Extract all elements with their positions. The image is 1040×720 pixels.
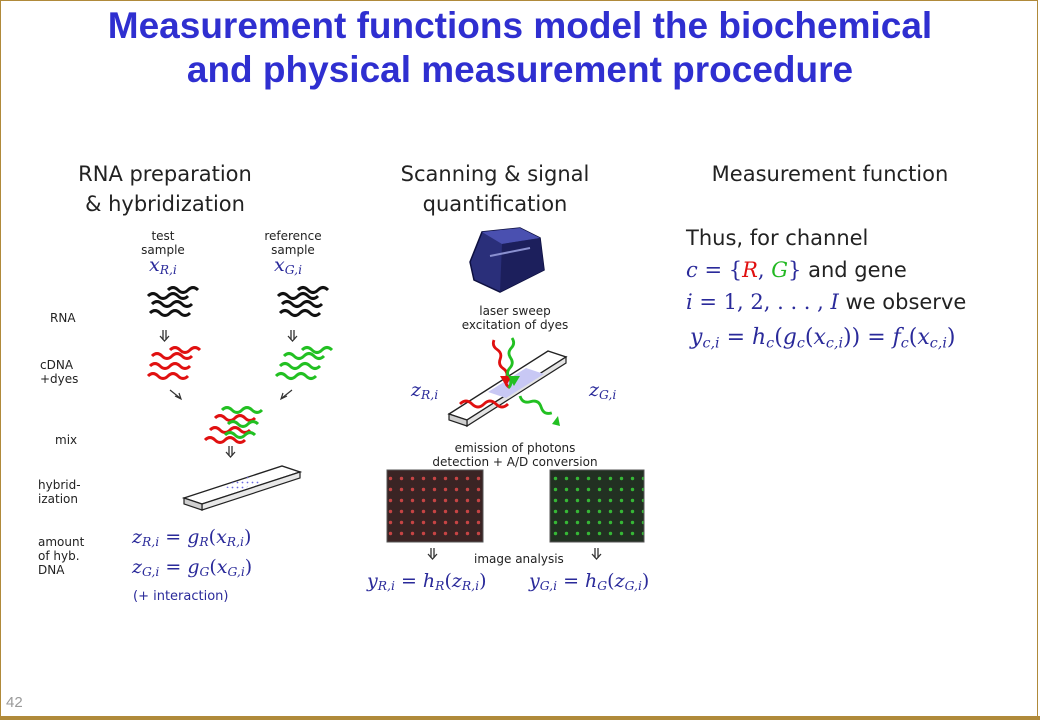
label-emission-detection: emission of photons detection + A/D conv…: [432, 441, 598, 469]
math-y-r-i-equation: yR,i = hR(zR,i): [367, 570, 487, 594]
hybridization-slide: [181, 465, 303, 511]
title-line-1: Measurement functions model the biochemi…: [107, 5, 933, 46]
label-test-sample: test sample: [141, 229, 185, 257]
label-mix: mix: [55, 433, 78, 447]
math-z-g-i: zG,i: [589, 379, 617, 403]
label-cdna-dyes: cDNA +dyes: [40, 358, 79, 386]
slide-title: Measurement functions model the biochemi…: [0, 4, 1040, 92]
column-header-rna-preparation: RNA preparation & hybridization: [78, 162, 252, 216]
math-measurement-function-equation: yc,i = hc(gc(xc,i)) = fc(xc,i): [690, 325, 956, 352]
text-gene-index-observe: i = 1, 2, . . . , I we observe: [686, 290, 967, 314]
math-z-g-i-equation: zG,i = gG(xG,i): [132, 556, 253, 580]
label-hybridization: hybrid- ization: [38, 478, 81, 506]
label-laser-sweep: laser sweep excitation of dyes: [461, 304, 569, 332]
label-amount-hyb-dna: amount of hyb. DNA: [38, 535, 85, 577]
column-header-scanning: Scanning & signal quantification: [400, 162, 590, 216]
scanned-image-red: [386, 469, 484, 543]
math-z-r-i: zR,i: [411, 379, 439, 403]
diagonal-arrows: [169, 389, 293, 401]
label-image-analysis: image analysis: [474, 552, 564, 566]
label-interaction-note: (+ interaction): [133, 589, 229, 604]
label-reference-sample: reference sample: [264, 229, 322, 257]
cdna-strands-red: [146, 346, 202, 380]
math-x-g-i: xG,i: [274, 254, 303, 278]
cdna-strands-green: [274, 346, 334, 380]
rna-strands-reference: [276, 286, 330, 317]
scanner-device: [469, 227, 545, 293]
text-thus-for-channel: Thus, for channel: [686, 226, 869, 250]
slide-bottom-border: [0, 716, 1040, 720]
down-arrows-rna: [159, 330, 298, 342]
image-analysis-arrows: [427, 548, 602, 560]
math-x-r-i: xR,i: [149, 254, 177, 278]
down-arrow-mix: [225, 446, 236, 458]
math-z-r-i-equation: zR,i = gR(xR,i): [132, 526, 252, 550]
label-rna: RNA: [50, 311, 76, 325]
scanned-image-green: [549, 469, 645, 543]
title-line-2: and physical measurement procedure: [186, 49, 854, 90]
column-header-measurement-function: Measurement function: [711, 162, 949, 186]
rna-strands-test: [146, 286, 200, 317]
math-y-g-i-equation: yG,i = hG(zG,i): [529, 570, 650, 594]
text-channel-set-and-gene: c = {R, G} and gene: [686, 258, 907, 282]
mixed-strands: [203, 406, 264, 444]
laser-arrowheads: [500, 376, 560, 426]
page-number: 42: [6, 694, 23, 711]
